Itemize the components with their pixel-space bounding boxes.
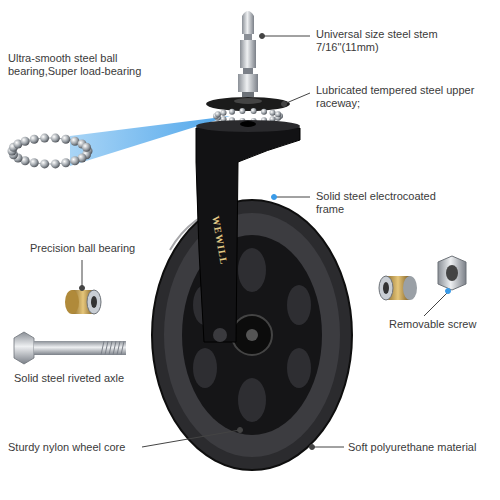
steel-ball	[30, 158, 39, 167]
steel-ball	[70, 156, 79, 165]
steel-ball	[61, 158, 70, 167]
steel-ball	[215, 111, 221, 117]
steel-ball	[61, 135, 70, 144]
callout-label: Ultra-smooth steel ball bearing,Super lo…	[8, 52, 168, 78]
steel-ball	[82, 143, 91, 152]
callout-label: Universal size steel stem 7/16''(11mm)	[316, 28, 488, 54]
upper-raceway	[206, 97, 290, 111]
callout-label: Lubricated tempered steel upper raceway;	[316, 84, 476, 110]
riveted-axle	[14, 332, 126, 364]
steel-ball	[275, 111, 281, 117]
frame	[196, 120, 300, 342]
steel-ball	[40, 159, 49, 168]
steel-ball	[251, 108, 257, 114]
precision-bearing	[65, 290, 101, 314]
steel-ball	[40, 134, 49, 143]
steel-stem	[238, 11, 258, 97]
steel-ball	[261, 109, 267, 115]
callout-label: Solid steel electrocoated frame	[316, 190, 466, 216]
steel-ball	[51, 134, 60, 143]
steel-ball	[239, 108, 245, 114]
steel-ball	[30, 135, 39, 144]
steel-ball	[229, 109, 235, 115]
wheel	[152, 200, 352, 470]
screw-parts	[379, 256, 466, 300]
callout-label: Solid steel riveted axle	[14, 372, 174, 385]
callout-label: Sturdy nylon wheel core	[8, 441, 143, 454]
steel-ball	[221, 110, 227, 116]
ball-ring-zoom	[8, 134, 93, 169]
steel-ball	[51, 159, 60, 168]
callout-label: Removable screw	[389, 318, 494, 331]
steel-ball	[21, 137, 30, 146]
callout-label: Soft polyurethane material	[348, 441, 493, 454]
steel-ball	[270, 110, 276, 116]
callout-label: Precision ball bearing	[30, 242, 180, 255]
